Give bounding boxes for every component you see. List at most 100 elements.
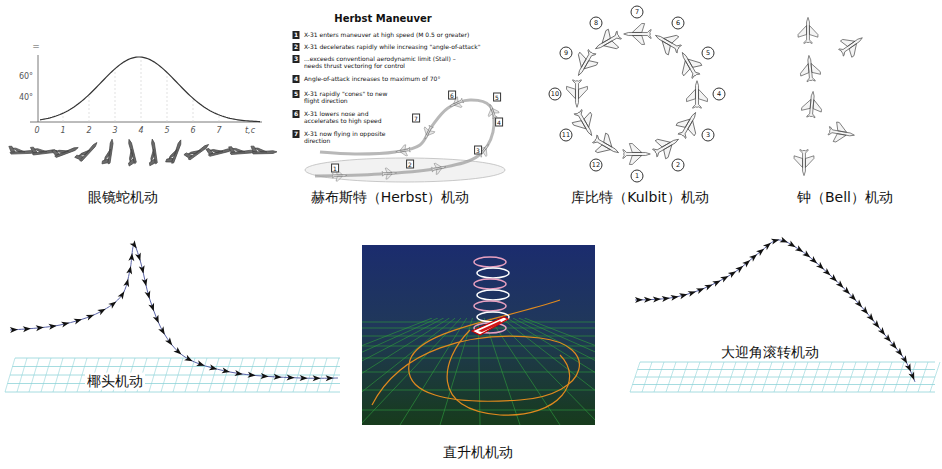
aircraft-icon <box>798 17 818 43</box>
aircraft-icon <box>569 46 601 80</box>
aircraft-mark <box>184 355 194 364</box>
ground-grid <box>317 358 327 392</box>
callout-number: 9 <box>559 47 572 60</box>
ground-grid <box>13 366 341 367</box>
axis-value: 6 <box>190 126 195 136</box>
maneuver-caption: 椰头机动 <box>85 373 145 390</box>
callout-number: 6 <box>448 91 456 100</box>
ground-grid <box>882 362 892 392</box>
aircraft-mark <box>878 327 888 337</box>
aircraft-mark <box>261 373 269 380</box>
ground-grid <box>209 358 219 392</box>
maneuver-caption: 库比特（Kulbit）机动 <box>571 189 709 206</box>
flight-path <box>635 240 915 382</box>
aircraft-icon <box>420 124 436 142</box>
aircraft-mark <box>196 360 206 368</box>
aircraft-icon <box>827 121 856 145</box>
ground-grid <box>362 358 595 359</box>
ground-grid <box>53 358 63 392</box>
aircraft-icon <box>835 30 868 61</box>
aircraft-mark <box>735 263 745 273</box>
aircraft-mark <box>771 237 780 245</box>
step-number: 3 <box>293 55 300 63</box>
step-number: 5 <box>293 90 300 98</box>
aircraft-mark <box>720 273 730 282</box>
aircraft-icon <box>673 47 705 81</box>
ground-grid <box>858 362 868 392</box>
callout-number: 1 <box>331 164 339 173</box>
ground-grid <box>524 318 595 425</box>
callout-number: 4 <box>713 88 726 101</box>
aircraft-mark <box>829 274 839 284</box>
aircraft-icon <box>589 130 623 162</box>
aircraft-icon <box>673 107 705 141</box>
maneuver-caption: 大迎角滚转机动 <box>719 344 821 361</box>
step-number: 4 <box>293 75 300 83</box>
aircraft-icon <box>569 106 601 140</box>
ground-grid <box>846 362 856 392</box>
ground-grid <box>894 362 904 392</box>
axis-value: 60° <box>19 72 33 82</box>
ground-grid <box>257 358 267 392</box>
ground-grid <box>690 362 700 392</box>
ground-grid <box>507 318 595 425</box>
aircraft-mark <box>130 240 140 250</box>
axis-value: 4 <box>138 126 143 136</box>
aircraft-mark <box>126 265 134 274</box>
ground-grid <box>41 358 51 392</box>
axis-line <box>38 55 39 122</box>
aoa-curve <box>40 57 260 122</box>
grid-line <box>63 113 64 122</box>
aircraft-icon <box>649 130 683 162</box>
callout-number: 1 <box>631 170 644 183</box>
helix-path <box>477 290 509 300</box>
step-number: 2 <box>293 43 300 51</box>
aircraft-icon <box>799 55 821 83</box>
aircraft-mark <box>97 306 107 315</box>
aircraft-mark <box>909 372 918 382</box>
ground-grid <box>930 362 940 392</box>
helix-path <box>477 268 509 278</box>
ground-grid <box>786 362 796 392</box>
axis-value: 7 <box>216 126 221 136</box>
aircraft-mark <box>728 269 738 278</box>
ground-grid <box>173 358 183 392</box>
aircraft-mark <box>36 324 45 331</box>
aircraft-icon <box>146 139 157 166</box>
ground-grid <box>362 318 438 425</box>
aircraft-mark <box>889 341 899 351</box>
ground-grid <box>810 362 820 392</box>
ground-grid <box>233 358 243 392</box>
callout-number: 5 <box>702 47 715 60</box>
ground-grid <box>269 358 279 392</box>
aircraft-icon <box>382 167 397 179</box>
aircraft-icon <box>395 144 411 157</box>
ground-grid <box>654 362 664 392</box>
flight-path <box>372 300 579 405</box>
aircraft-mark <box>872 320 882 330</box>
aircraft-mark <box>209 364 218 372</box>
callout-number: 7 <box>412 114 420 123</box>
callout-number: 3 <box>702 129 715 142</box>
callout-number: 3 <box>474 146 482 155</box>
aircraft-icon <box>472 317 508 335</box>
aircraft-mark <box>48 323 57 330</box>
maneuver-caption: 钟（Bell）机动 <box>797 189 893 206</box>
aircraft-mark <box>809 256 819 266</box>
aircraft-mark <box>779 237 789 245</box>
step-number: 6 <box>293 110 300 118</box>
aircraft-mark <box>86 312 96 321</box>
callout-number: 12 <box>590 159 603 172</box>
aircraft-mark <box>158 326 167 336</box>
aircraft-mark <box>144 290 152 299</box>
ground-grid <box>15 358 340 359</box>
aircraft-mark <box>795 245 805 254</box>
aircraft-mark <box>712 278 722 287</box>
ground-grid <box>221 358 231 392</box>
aircraft-mark <box>756 246 766 256</box>
axis-value: 2 <box>86 126 91 136</box>
aircraft-mark <box>787 240 797 249</box>
aircraft-mark <box>61 320 70 328</box>
ground-grid <box>633 384 936 385</box>
